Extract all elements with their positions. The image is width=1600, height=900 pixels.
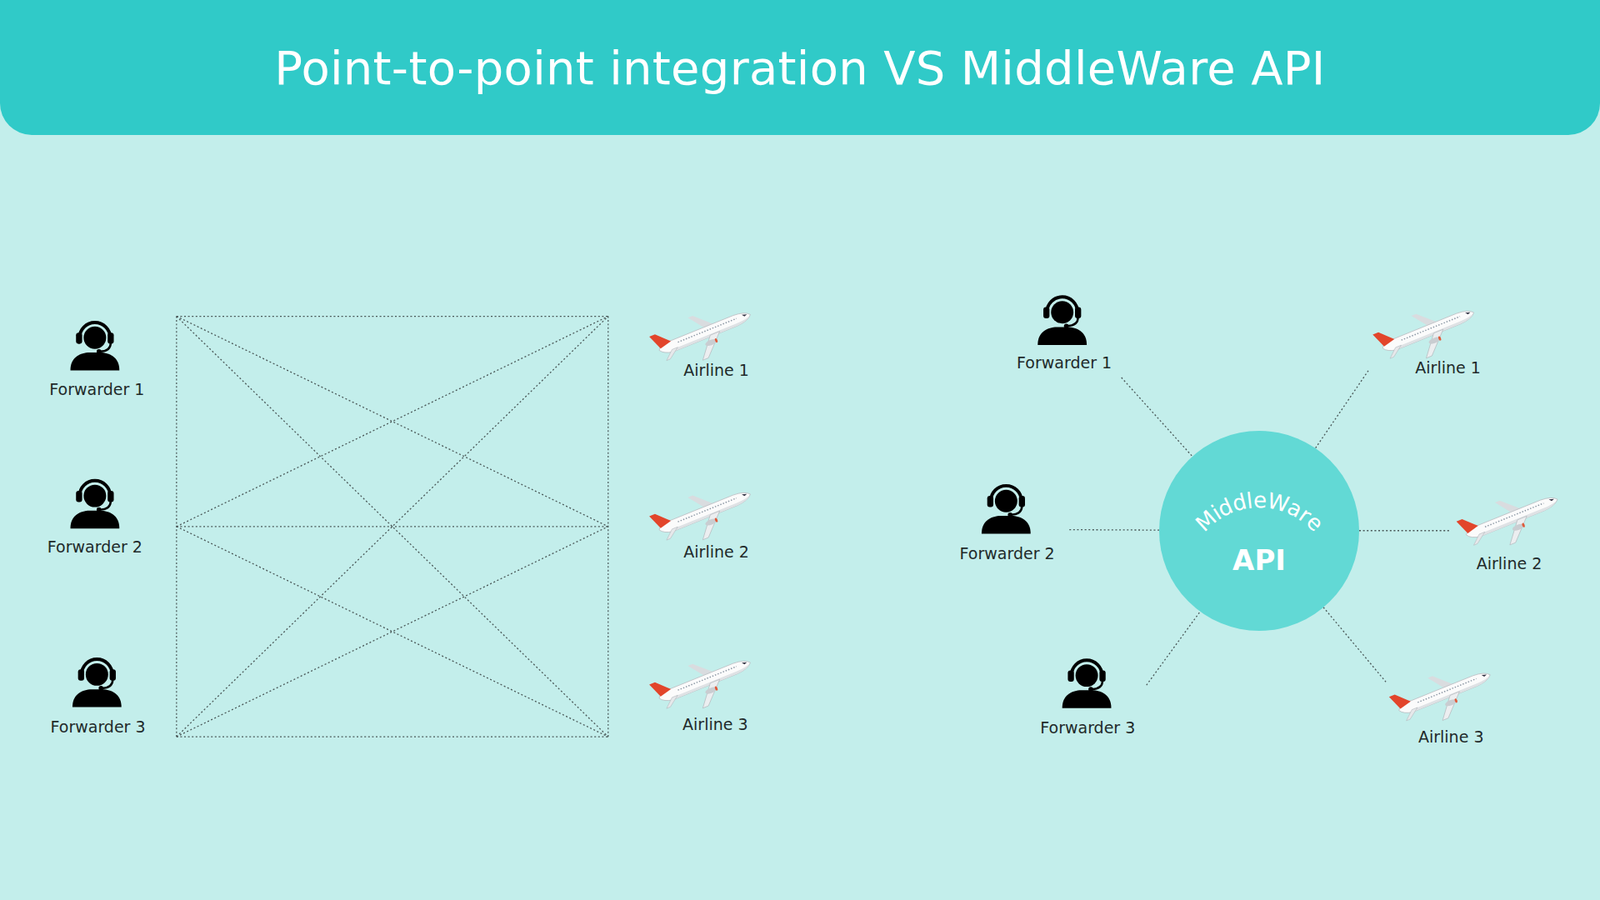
person-headset-icon [981,485,1031,535]
node-label: Forwarder 2 [960,544,1055,562]
node-label: Airline 1 [683,361,750,380]
endpoint-node: Forwarder 3 [1033,655,1143,738]
connector-line [176,316,609,527]
connector-line [1146,611,1201,685]
airplane-icon [648,643,760,724]
endpoint-node: Forwarder 1 [13,305,177,403]
endpoint-node: Airline 3 [1390,665,1495,748]
person-headset-icon [1037,296,1087,345]
person-headset-icon [70,480,120,530]
node-label: Airline 3 [682,715,749,734]
node-label: Airline 2 [683,543,750,561]
connector-line [176,735,609,737]
node-label: Forwarder 3 [1040,719,1135,737]
node-label: Forwarder 3 [50,717,146,735]
node-label: Airline 2 [1476,554,1543,572]
connector-line [1359,530,1451,531]
airplane-icon [1455,480,1567,560]
airplane-icon [1387,655,1500,736]
person-headset-icon [70,322,120,371]
connector-line [1121,377,1193,456]
hub-label: API [1232,545,1286,575]
title: Point-to-point integration VS MiddleWare… [274,40,1325,95]
curved-hub-label: MiddleWare [1159,430,1360,631]
circle-outline [1159,430,1360,631]
person-headset-icon [72,659,122,708]
connector-line [1323,607,1386,683]
endpoint-node: Forwarder 1 [1010,290,1118,376]
endpoint-node: Forwarder 2 [950,480,1064,565]
node-label: Forwarder 1 [1016,353,1112,371]
connector-line [1069,529,1160,531]
connector-line [176,525,609,527]
connector-line [176,316,609,737]
connector-line [176,316,609,527]
hub-circle: MiddleWareAPI [1159,430,1360,631]
node-label: Airline 3 [1418,728,1485,746]
connector-line [176,526,609,737]
node-label: Forwarder 1 [49,380,145,398]
connector-line [176,315,609,317]
connector-line [176,526,609,737]
node-label: Forwarder 2 [47,538,143,556]
endpoint-node: Airline 2 [1457,491,1562,575]
connector-line [1315,370,1370,449]
endpoint-node: Forwarder 3 [13,648,177,740]
circle-fill [1159,430,1360,631]
endpoint-node: Airline 2 [608,487,817,564]
node-label: Airline 1 [1415,358,1481,376]
curved-letter: l [1245,489,1255,512]
connector-line [176,316,609,737]
person-headset-icon [1062,660,1112,709]
endpoint-node: Airline 3 [608,653,817,740]
endpoint-node: Airline 1 [1372,308,1485,380]
endpoint-node: Airline 1 [608,305,817,384]
title-bar: Point-to-point integration VS MiddleWare… [0,0,1600,135]
endpoint-node: Forwarder 2 [13,469,177,560]
